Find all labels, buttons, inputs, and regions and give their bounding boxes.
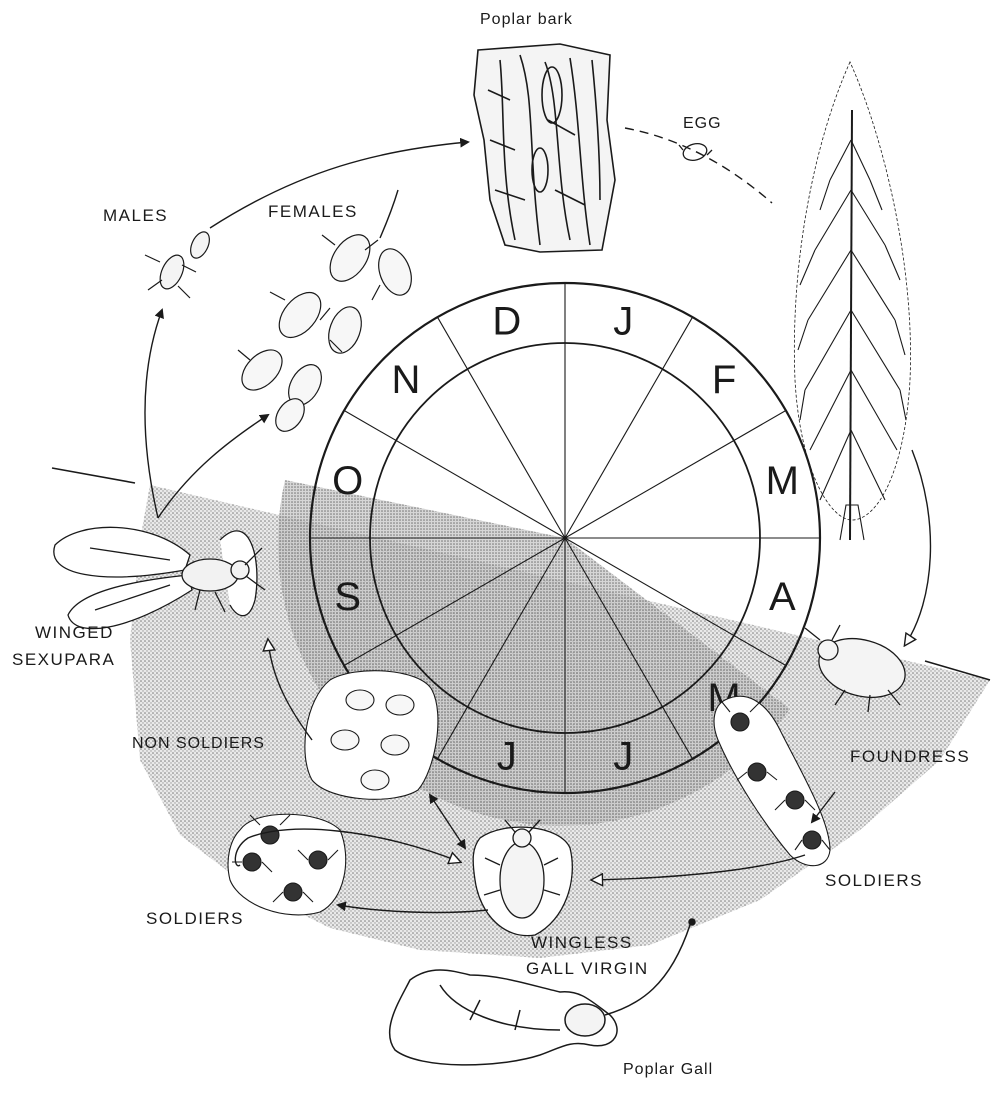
month-label: A <box>769 575 796 619</box>
wheel-spoke <box>438 317 566 538</box>
month-label: J <box>497 734 517 778</box>
label-soldiers-left: SOLDIERS <box>146 909 244 928</box>
arrow-tree-to-foundress <box>905 450 930 645</box>
label-gall-virgin: GALL VIRGIN <box>526 959 649 978</box>
month-label: N <box>391 358 420 402</box>
month-label: J <box>613 734 633 778</box>
label-poplar-gall: Poplar Gall <box>623 1061 713 1078</box>
label-females: FEMALES <box>268 202 358 221</box>
month-label: O <box>332 459 363 503</box>
month-label: M <box>766 459 799 503</box>
label-non-soldiers: NON SOLDIERS <box>132 735 265 752</box>
month-label: F <box>712 358 736 402</box>
horizon-line-left <box>52 468 135 483</box>
females-illustration <box>234 228 417 437</box>
label-egg: EGG <box>683 115 722 132</box>
males-illustration <box>145 229 213 298</box>
label-soldiers-right: SOLDIERS <box>825 871 923 890</box>
month-label: S <box>334 575 361 619</box>
label-wingless: WINGLESS <box>531 933 633 952</box>
month-label: J <box>613 300 633 344</box>
egg-icon <box>679 141 712 163</box>
month-label: D <box>492 300 521 344</box>
non-soldiers-illustration <box>305 671 438 800</box>
wheel-spoke <box>565 317 693 538</box>
arrow-bark-to-tree <box>625 128 772 203</box>
label-foundress: FOUNDRESS <box>850 747 970 766</box>
label-males: MALES <box>103 206 168 225</box>
poplar-bark-illustration <box>474 44 615 252</box>
label-winged: WINGED <box>35 623 114 642</box>
arrow-females-to-bark <box>380 190 398 238</box>
label-sexupara: SEXUPARA <box>12 650 115 669</box>
wheel-spoke <box>565 411 786 539</box>
poplar-tree-illustration <box>794 62 910 540</box>
label-poplar-bark: Poplar bark <box>480 11 573 28</box>
